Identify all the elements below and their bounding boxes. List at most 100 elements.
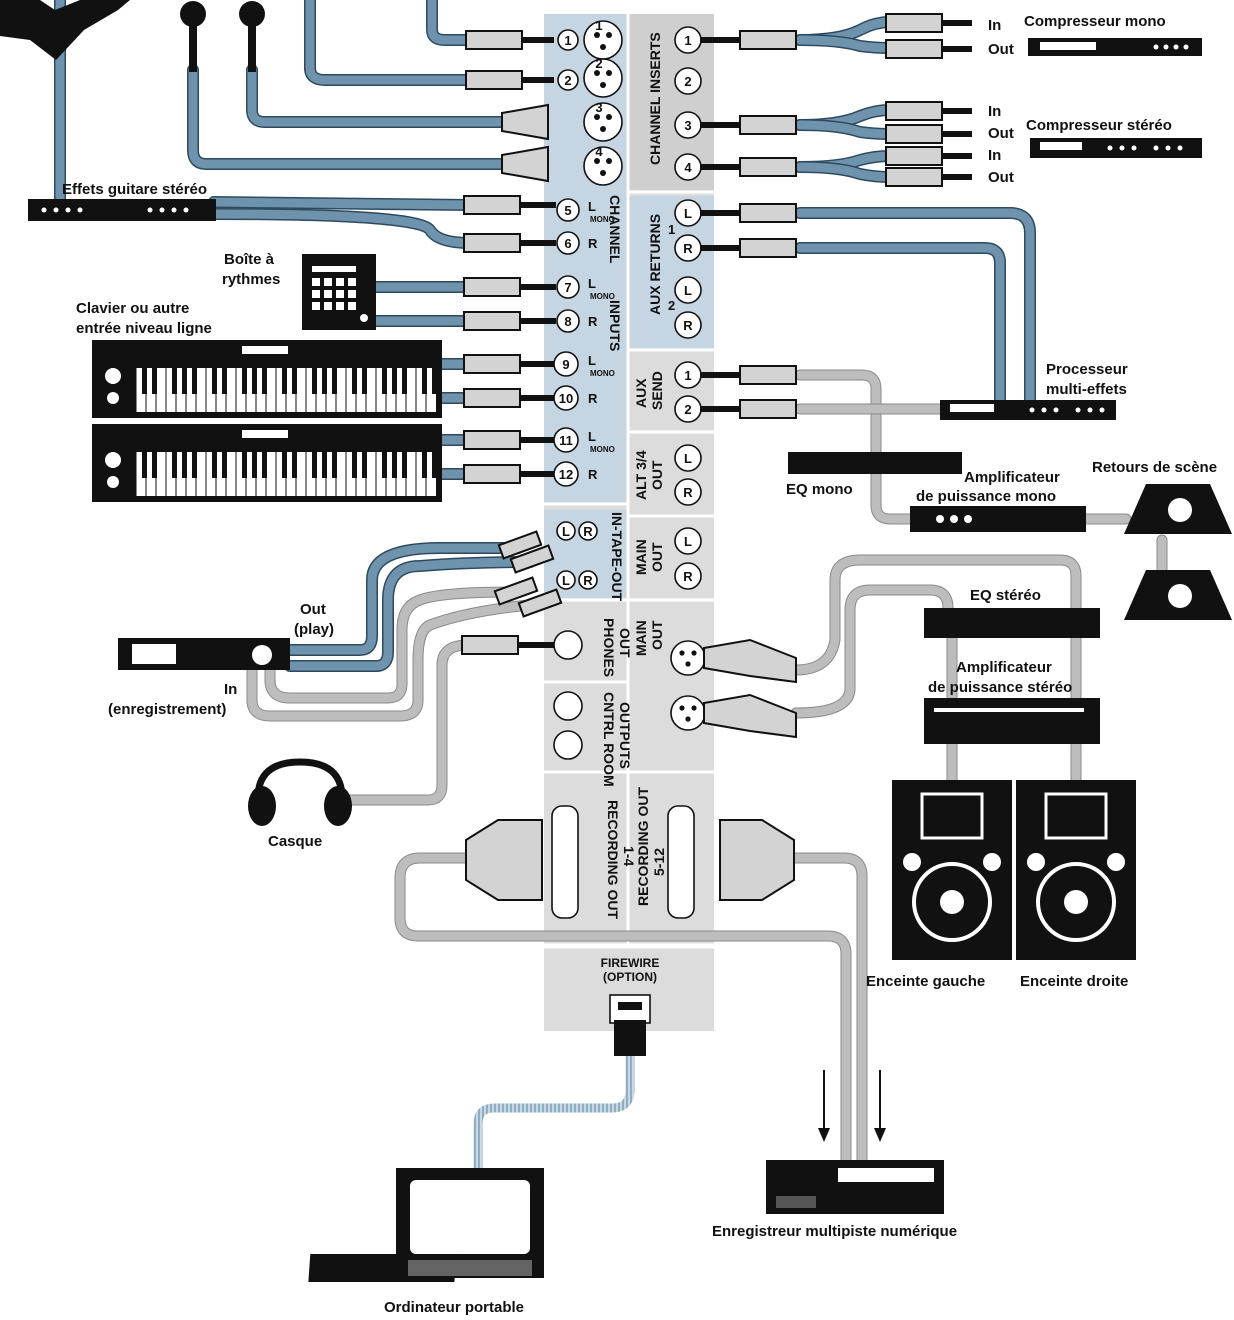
line-label-8: 8: [564, 314, 571, 329]
firewire-plug: [614, 1020, 646, 1056]
aux-send-title-2: SEND: [649, 371, 665, 410]
channel-inputs-title-b: INPUTS: [607, 300, 623, 351]
alt-out-label-r: R: [683, 485, 693, 500]
alt-out-jack-l: [674, 444, 702, 472]
main-out-title-2: OUT: [649, 620, 665, 650]
side-r-10: R: [588, 391, 598, 406]
ctrl-room-jack-r: [553, 730, 583, 760]
line-label-7: 7: [564, 280, 571, 295]
multitrack-label: Enregistreur multipiste numérique: [712, 1223, 957, 1240]
amp-stereo-label-2: de puissance stéréo: [928, 679, 1072, 696]
line-label-6: 6: [564, 236, 571, 251]
main-out-small-title-1: MAIN: [633, 539, 649, 575]
mono-5: MONO: [590, 215, 615, 224]
line-label-9: 9: [562, 357, 569, 372]
tape-in-label-1: In: [224, 681, 237, 698]
line-label-11: 11: [559, 433, 573, 448]
main-out-jack-r: [674, 562, 702, 590]
rec-out-b-title-1: RECORDING OUT: [635, 787, 651, 906]
side-l-7: L: [588, 276, 596, 291]
main-out-title-1: MAIN: [633, 620, 649, 656]
alt-out-label-l: L: [684, 451, 692, 466]
line-label-5: 5: [564, 203, 571, 218]
side-l-5: L: [588, 199, 596, 214]
cables: [54, 0, 1168, 1175]
keyboard-label-1: Clavier ou autre: [76, 300, 189, 317]
phones-jack: [553, 630, 583, 660]
laptop-icon: [308, 1168, 544, 1282]
guitar-fx-unit: [28, 199, 216, 221]
mono-7: MONO: [590, 292, 615, 301]
microphone-icon: [180, 1, 265, 72]
line-label-2: 2: [564, 73, 571, 88]
drum-machine-label-1: Boîte à: [224, 251, 275, 268]
signal-out-1: Out: [988, 41, 1014, 58]
aux-return-1r: R: [683, 241, 693, 256]
headphones-label: Casque: [268, 833, 322, 850]
speaker-left-label: Enceinte gauche: [866, 973, 985, 990]
tape-out-label-2: (play): [294, 621, 334, 638]
amp-stereo-unit: [924, 698, 1100, 744]
insert-label-2: 2: [684, 74, 691, 89]
tape-out-label-1: Out: [300, 601, 326, 618]
xlr-label-4: 4: [595, 144, 603, 159]
side-r-8: R: [588, 314, 598, 329]
insert-label-3: 3: [684, 118, 691, 133]
amp-mono-label-2: de puissance mono: [916, 488, 1056, 505]
main-out-small-title-2: OUT: [649, 542, 665, 572]
output-plugs: [465, 13, 972, 1056]
side-r-12: R: [588, 467, 598, 482]
channel-inserts-title: CHANNEL INSERTS: [647, 32, 663, 165]
firewire-title-1: FIREWIRE: [601, 956, 660, 970]
db25-connector-5-12: [667, 805, 695, 919]
comp-stereo-label: Compresseur stéréo: [1026, 117, 1172, 134]
eq-stereo-label: EQ stéréo: [970, 587, 1041, 604]
amp-mono-label-1: Amplificateur: [964, 469, 1060, 486]
xlr-label-3: 3: [595, 100, 602, 115]
aux-return-jacks: [674, 199, 702, 339]
phones-title-2: OUT: [617, 628, 633, 658]
keyboard-label-2: entrée niveau ligne: [76, 320, 212, 337]
aux-return-group-2: 2: [668, 298, 675, 313]
insert-label-4: 4: [684, 160, 692, 175]
eq-mono-label: EQ mono: [786, 481, 853, 498]
signal-in-1: In: [988, 17, 1001, 34]
drum-machine-label-2: rythmes: [222, 271, 280, 288]
xlr-input-jacks: [583, 20, 623, 186]
speaker-right-label: Enceinte droite: [1020, 973, 1128, 990]
insert-jacks: [674, 26, 702, 181]
main-out-jack-l: [674, 527, 702, 555]
signal-out-3: Out: [988, 169, 1014, 186]
aux-return-2r: R: [683, 318, 693, 333]
multifx-label-1: Processeur: [1046, 361, 1128, 378]
phones-title-1: PHONES: [601, 618, 617, 677]
main-out-label-r: R: [683, 569, 693, 584]
signal-in-3: In: [988, 147, 1001, 164]
speaker-left: [892, 780, 1012, 960]
amp-stereo-label-1: Amplificateur: [956, 659, 1052, 676]
tape-out-r: R: [583, 524, 593, 539]
line-label-10: 10: [559, 391, 573, 406]
tape-out-l: L: [562, 524, 570, 539]
phones-plug: [461, 635, 519, 655]
signal-in-2: In: [988, 103, 1001, 120]
ctrl-room-jack-l: [553, 691, 583, 721]
ctrl-room-title-2: OUTPUTS: [617, 702, 633, 769]
multifx-label-2: multi-effets: [1046, 381, 1127, 398]
eq-stereo-unit: [924, 608, 1100, 638]
guitar-fx-label: Effets guitare stéréo: [62, 181, 207, 198]
mono-11: MONO: [590, 445, 615, 454]
side-l-9: L: [588, 353, 596, 368]
tape-title: IN-TAPE-OUT: [609, 512, 625, 602]
aux-send-title-1: AUX: [633, 378, 649, 408]
tape-in-label-2: (enregistrement): [108, 701, 226, 718]
headphones-icon: [248, 758, 352, 826]
line-label-12: 12: [559, 467, 573, 482]
aux-return-2l: L: [684, 283, 692, 298]
input-plugs: [461, 30, 563, 655]
side-l-11: L: [588, 429, 596, 444]
signal-out-2: Out: [988, 125, 1014, 142]
insert-label-1: 1: [684, 33, 691, 48]
alt-out-title-2: OUT: [649, 460, 665, 490]
